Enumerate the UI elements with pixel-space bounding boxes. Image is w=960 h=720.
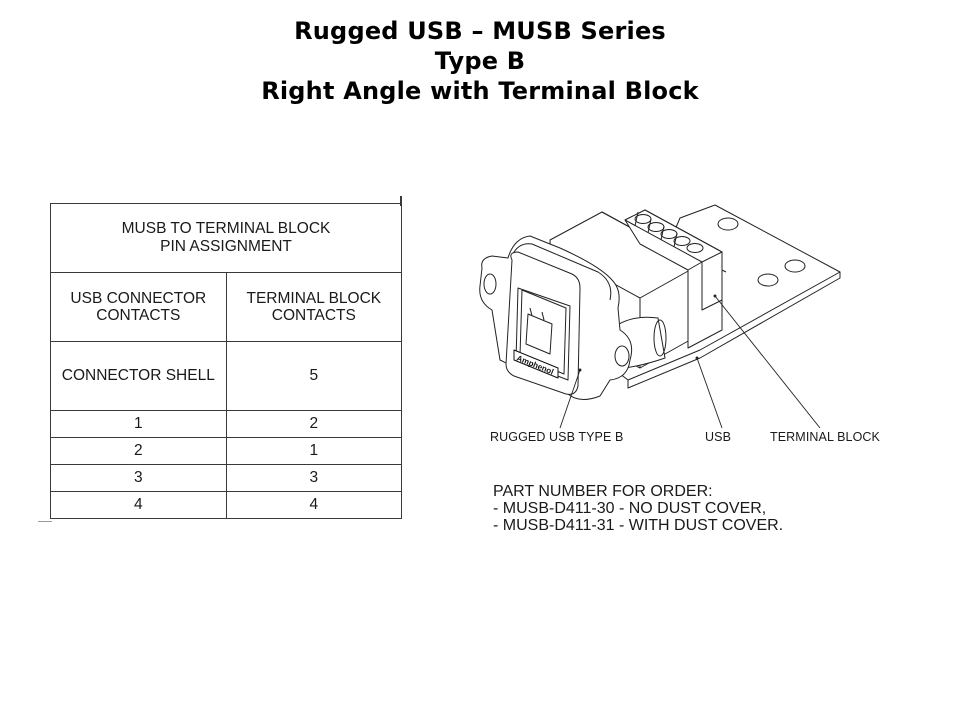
leader-rugged-usb bbox=[559, 369, 581, 429]
column-header-usb-line-1: USB CONNECTOR bbox=[70, 290, 207, 307]
table-edge-mark bbox=[400, 196, 402, 206]
table-row: 2 1 bbox=[50, 437, 403, 465]
callout-terminal-block: TERMINAL BLOCK bbox=[770, 430, 880, 444]
cell-terminal: 2 bbox=[225, 410, 403, 438]
cell-usb: 2 bbox=[50, 437, 227, 465]
leader-lines bbox=[559, 294, 821, 429]
cell-terminal: 4 bbox=[225, 491, 403, 519]
table-row: CONNECTOR SHELL 5 bbox=[50, 341, 403, 411]
part-number-item: - MUSB-D411-30 - NO DUST COVER, bbox=[493, 500, 767, 517]
cell-terminal: 3 bbox=[225, 464, 403, 492]
table-title-line-1: MUSB TO TERMINAL BLOCK bbox=[121, 220, 331, 237]
front-housing: Amphenol bbox=[505, 251, 581, 395]
terminal-screws bbox=[634, 211, 704, 253]
table-row: 4 4 bbox=[50, 491, 403, 519]
connector-drawing: Amphenol bbox=[479, 204, 841, 429]
cell-terminal: 5 bbox=[225, 341, 403, 411]
table-row: 1 2 bbox=[50, 410, 403, 438]
column-header-terminal-line-1: TERMINAL BLOCK bbox=[246, 290, 382, 307]
leader-terminal-block bbox=[714, 295, 821, 429]
table-row: 3 3 bbox=[50, 464, 403, 492]
title-line-1: Rugged USB – MUSB Series bbox=[294, 17, 666, 45]
terminal-block bbox=[624, 209, 727, 349]
part-number-block: PART NUMBER FOR ORDER: - MUSB-D411-30 - … bbox=[493, 483, 783, 534]
table-edge-mark bbox=[38, 521, 52, 522]
part-number-item: - MUSB-D411-31 - WITH DUST COVER. bbox=[493, 517, 784, 534]
table-title-row: MUSB TO TERMINAL BLOCK PIN ASSIGNMENT bbox=[50, 203, 402, 273]
column-header-terminal-line-2: CONTACTS bbox=[271, 307, 356, 324]
callout-usb: USB bbox=[705, 430, 732, 444]
title-line-3: Right Angle with Terminal Block bbox=[261, 77, 699, 105]
column-header-terminal: TERMINAL BLOCK CONTACTS bbox=[225, 272, 403, 342]
title-line-2: Type B bbox=[434, 47, 526, 75]
column-header-usb: USB CONNECTOR CONTACTS bbox=[50, 272, 227, 342]
cell-usb: 3 bbox=[50, 464, 227, 492]
cell-usb: 1 bbox=[50, 410, 227, 438]
callout-rugged-usb-type-b: RUGGED USB TYPE B bbox=[490, 430, 624, 444]
leader-usb bbox=[696, 357, 723, 429]
column-header-usb-line-2: CONTACTS bbox=[96, 307, 181, 324]
table-title-line-2: PIN ASSIGNMENT bbox=[160, 238, 292, 255]
part-number-heading: PART NUMBER FOR ORDER: bbox=[493, 483, 713, 500]
cell-terminal: 1 bbox=[225, 437, 403, 465]
cell-usb: CONNECTOR SHELL bbox=[50, 341, 227, 411]
cell-usb: 4 bbox=[50, 491, 227, 519]
column-header-row: USB CONNECTOR CONTACTS TERMINAL BLOCK CO… bbox=[50, 272, 403, 342]
pin-assignment-table: MUSB TO TERMINAL BLOCK PIN ASSIGNMENT US… bbox=[50, 203, 403, 519]
slide-title: Rugged USB – MUSB Series Type B Right An… bbox=[0, 16, 960, 106]
table-title: MUSB TO TERMINAL BLOCK PIN ASSIGNMENT bbox=[50, 203, 402, 273]
